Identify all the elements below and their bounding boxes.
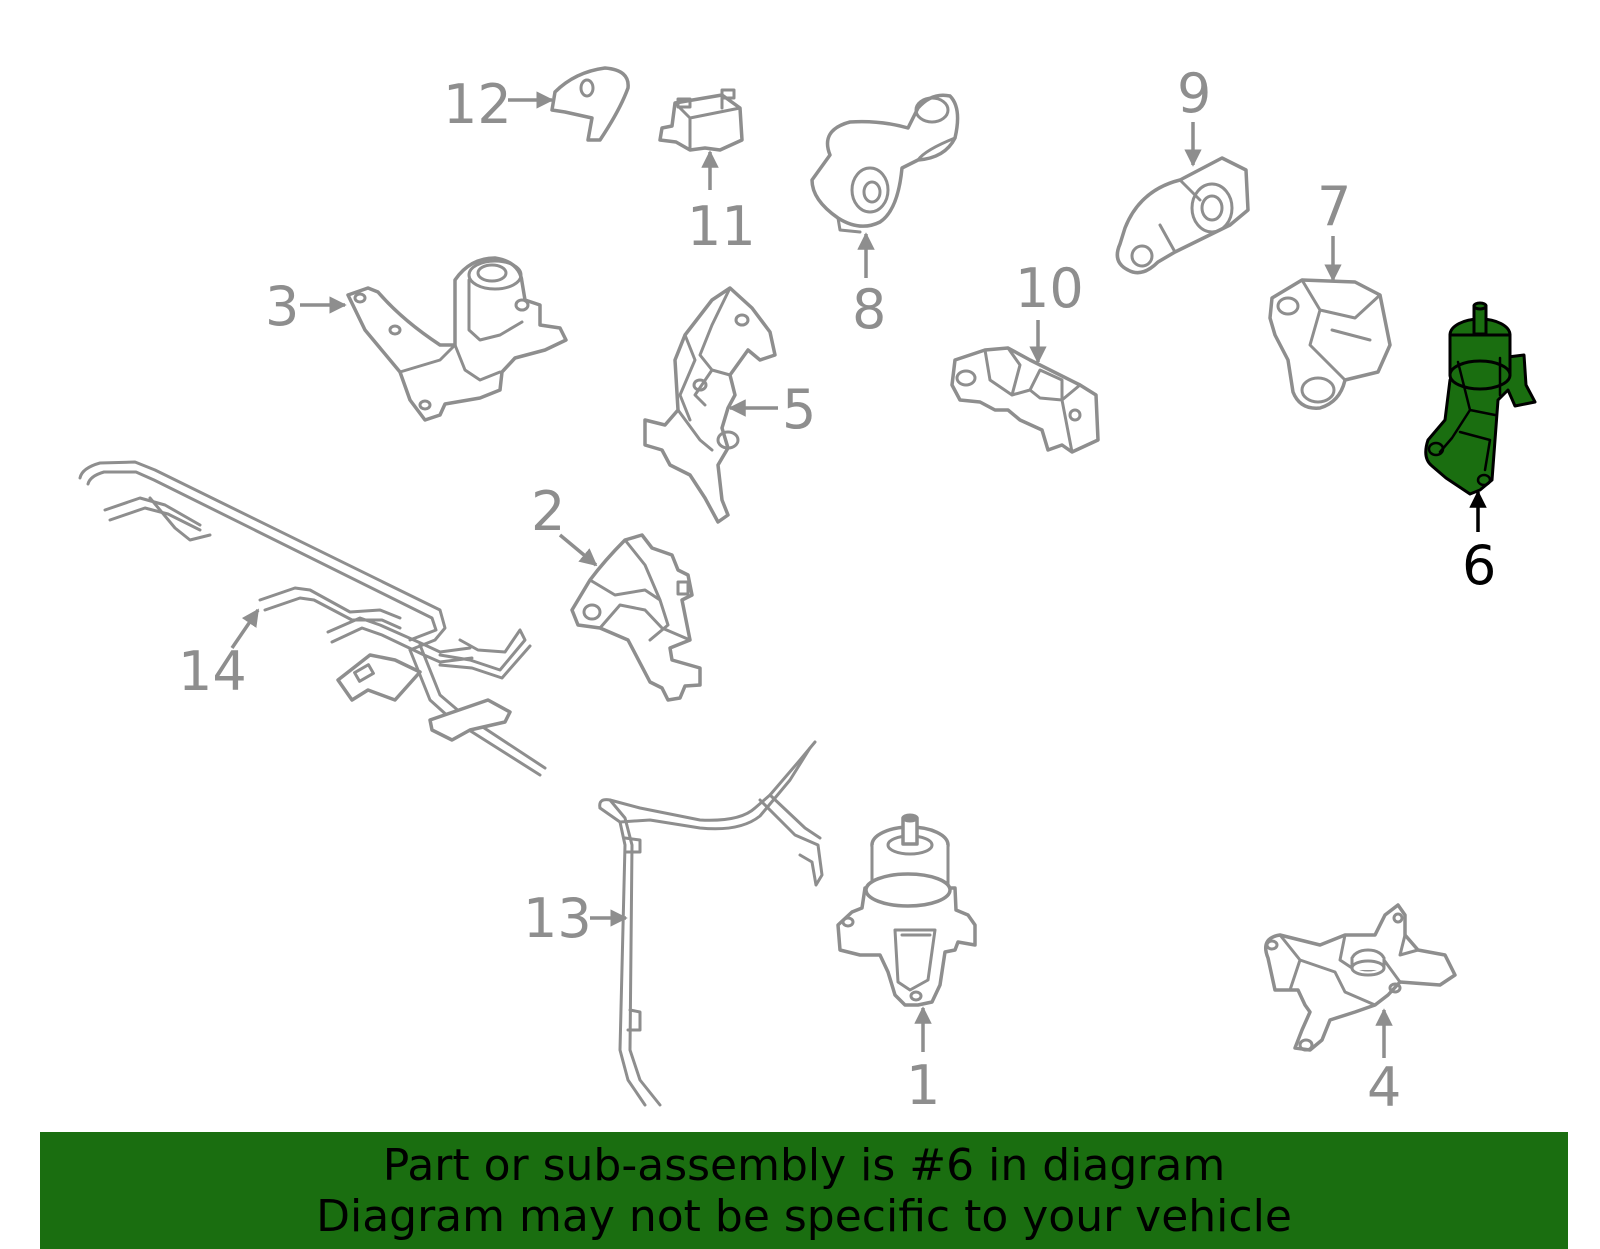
callout-9: 9: [1177, 62, 1211, 167]
callout-14: 14: [178, 608, 260, 703]
part-5-bracket[interactable]: [643, 286, 777, 524]
banner-line-1: Part or sub-assembly is #6 in diagram: [382, 1139, 1226, 1191]
callout-10: 10: [1015, 257, 1084, 364]
callout-13-label: 13: [523, 887, 592, 950]
part-13-rod[interactable]: [598, 740, 824, 1107]
part-2-bracket[interactable]: [570, 533, 702, 702]
callout-5-label: 5: [782, 378, 816, 441]
part-4-mount[interactable]: [1264, 903, 1457, 1052]
callout-5: 5: [728, 378, 816, 441]
callout-8-label: 8: [852, 278, 886, 341]
callout-2-label: 2: [531, 480, 565, 543]
callout-11: 11: [687, 150, 756, 258]
part-10-bracket[interactable]: [950, 346, 1100, 454]
callout-1-label: 1: [906, 1054, 940, 1117]
callout-10-label: 10: [1015, 257, 1084, 320]
part-8-torque-rod[interactable]: [810, 93, 960, 234]
callout-12: 12: [443, 73, 554, 136]
callout-7: 7: [1317, 175, 1351, 282]
part-12-bracket[interactable]: [550, 66, 630, 142]
part-7-bracket[interactable]: [1268, 278, 1392, 410]
callout-2: 2: [531, 480, 598, 567]
callout-3-label: 3: [265, 275, 299, 338]
callout-9-label: 9: [1177, 62, 1211, 125]
part-6-engine-mount[interactable]: [1424, 301, 1537, 496]
callout-6-label: 6: [1462, 534, 1496, 597]
part-1-engine-mount[interactable]: [836, 813, 977, 1007]
callout-11-label: 11: [687, 195, 756, 258]
part-3-mount-bracket[interactable]: [346, 256, 568, 422]
callout-1: 1: [906, 1006, 940, 1117]
part-9-mount[interactable]: [1115, 156, 1250, 275]
callout-3: 3: [265, 275, 347, 338]
callout-14-label: 14: [178, 640, 247, 703]
part-14-crossmember[interactable]: [78, 460, 547, 777]
callout-6: 6: [1462, 490, 1496, 597]
callout-12-label: 12: [443, 73, 512, 136]
callout-13: 13: [523, 887, 628, 950]
banner-line-2: Diagram may not be specific to your vehi…: [316, 1190, 1292, 1242]
callout-7-label: 7: [1317, 175, 1351, 238]
callout-4-label: 4: [1367, 1056, 1401, 1119]
info-banner: Part or sub-assembly is #6 in diagram Di…: [40, 1132, 1568, 1249]
callout-4: 4: [1367, 1008, 1401, 1119]
part-11-sensor[interactable]: [658, 88, 744, 152]
callout-8: 8: [852, 232, 886, 341]
